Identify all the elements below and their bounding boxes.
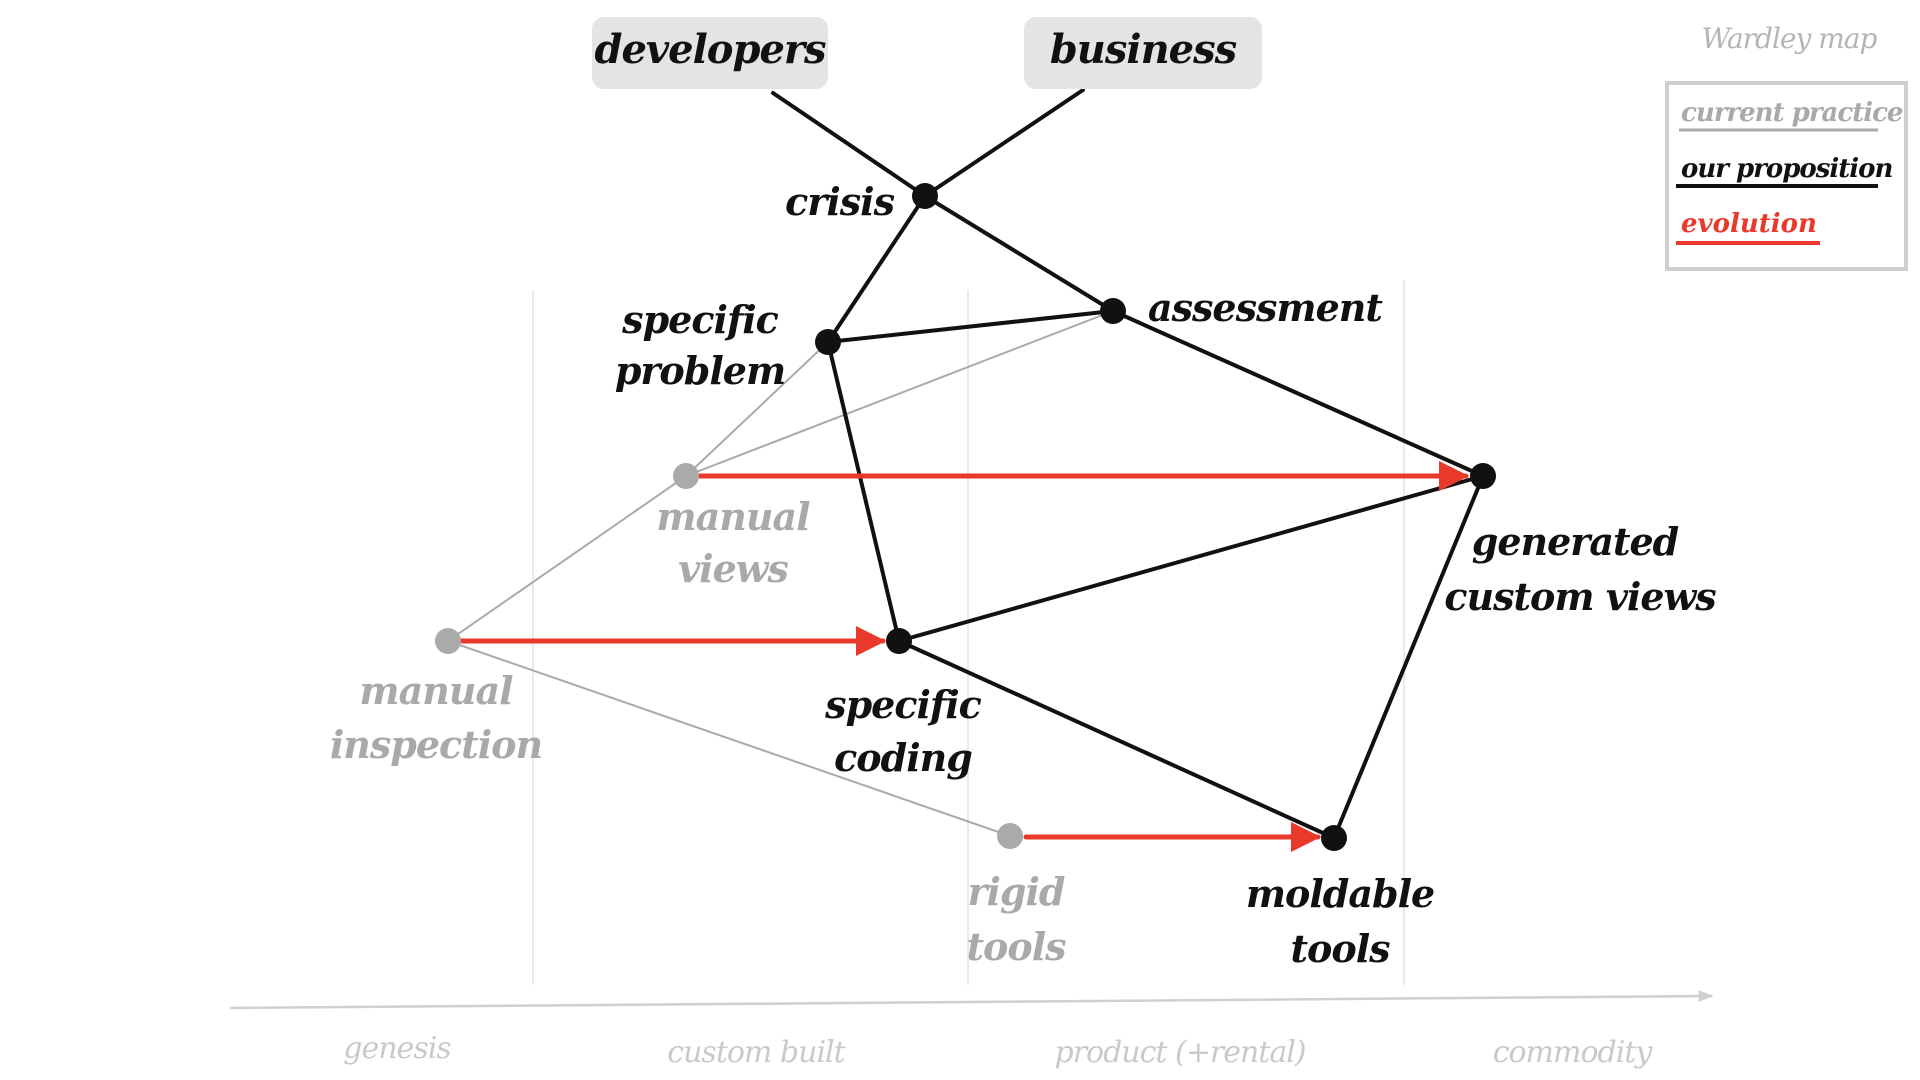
link-assessment-manual-views — [685, 310, 1114, 477]
node-label-generated-line1: generated — [1472, 519, 1679, 564]
node-label-manual-inspection-line2: inspection — [330, 722, 542, 767]
link-assessment-generated-views — [1111, 309, 1485, 478]
node-dot-specific-coding — [886, 628, 912, 654]
node-label-moldable-line1: moldable — [1246, 871, 1434, 916]
node-label-manual-views-line2: views — [678, 546, 788, 591]
node-label-specific-problem-line1: specific — [621, 297, 778, 342]
node-specific-problem: specific problem — [615, 297, 841, 393]
node-dot-manual-inspection — [435, 628, 461, 654]
node-dot-moldable-tools — [1321, 825, 1347, 851]
node-rigid-tools: rigid tools — [966, 823, 1067, 969]
link-business-crisis — [923, 88, 1085, 198]
link-generated-views-moldable-tools — [1332, 474, 1485, 840]
node-dot-generated-custom-views — [1470, 463, 1496, 489]
node-label-rigid-line2: tools — [966, 924, 1066, 969]
node-dot-assessment — [1100, 298, 1126, 324]
node-crisis: crisis — [785, 179, 938, 224]
node-label-moldable-line2: tools — [1290, 926, 1390, 971]
evolution-arrows — [459, 461, 1469, 852]
link-crisis-specific-problem — [826, 194, 927, 344]
node-label-manual-views-line1: manual — [656, 494, 810, 539]
axis-stage-product: product (+rental) — [1054, 1035, 1305, 1070]
axis-stage-commodity: commodity — [1493, 1035, 1654, 1070]
stakeholder-box-business — [1024, 17, 1262, 89]
stakeholder-business: business — [1024, 17, 1262, 89]
node-manual-views: manual views — [656, 463, 811, 591]
map-title: Wardley map — [1702, 22, 1878, 55]
legend-label-ours: our proposition — [1681, 154, 1892, 184]
stage-grid — [532, 280, 1405, 985]
link-crisis-assessment — [923, 194, 1115, 313]
link-specific-coding-generated-views — [897, 474, 1485, 643]
node-assessment: assessment — [1100, 285, 1384, 330]
node-label-specific-problem-line2: problem — [615, 348, 785, 393]
link-specific-problem-manual-views — [685, 341, 829, 477]
node-dot-specific-problem — [815, 329, 841, 355]
node-dot-crisis — [912, 183, 938, 209]
node-label-rigid-line1: rigid — [967, 869, 1064, 914]
link-developers-crisis — [771, 91, 927, 198]
node-label-generated-line2: custom views — [1444, 574, 1716, 619]
link-specific-problem-assessment — [826, 309, 1115, 344]
axis-stage-custom-built: custom built — [667, 1035, 846, 1070]
node-label-specific-coding-line1: specific — [824, 682, 981, 727]
link-specific-problem-specific-coding — [826, 340, 901, 643]
axis-stage-labels: genesis custom built product (+rental) c… — [343, 1031, 1654, 1070]
current-practice-links — [447, 310, 1114, 837]
stakeholder-label-developers: developers — [595, 26, 826, 73]
node-dot-manual-views — [673, 463, 699, 489]
node-label-assessment: assessment — [1148, 285, 1383, 330]
stakeholder-box-developers — [592, 17, 828, 89]
node-dot-rigid-tools — [997, 823, 1023, 849]
link-manual-views-manual-inspection — [447, 475, 687, 642]
stakeholder-label-business: business — [1050, 26, 1237, 73]
link-manual-inspection-rigid-tools — [447, 640, 1011, 837]
node-manual-inspection: manual inspection — [330, 628, 543, 767]
node-generated-custom-views: generated custom views — [1444, 463, 1717, 619]
legend-box — [1665, 81, 1908, 271]
node-label-manual-inspection-line1: manual — [359, 668, 513, 713]
stakeholder-developers: developers — [592, 17, 828, 89]
legend: current practice our proposition evoluti… — [1665, 81, 1908, 271]
evolution-axis — [229, 990, 1714, 1010]
node-label-crisis: crisis — [785, 179, 894, 224]
legend-label-current: current practice — [1681, 98, 1903, 128]
node-label-specific-coding-line2: coding — [834, 735, 972, 780]
our-proposition-links — [771, 88, 1485, 840]
node-moldable-tools: moldable tools — [1246, 825, 1435, 971]
link-specific-coding-moldable-tools — [897, 639, 1336, 840]
node-specific-coding: specific coding — [824, 628, 983, 780]
legend-label-evolution: evolution — [1681, 209, 1817, 239]
axis-stage-genesis: genesis — [343, 1031, 451, 1066]
